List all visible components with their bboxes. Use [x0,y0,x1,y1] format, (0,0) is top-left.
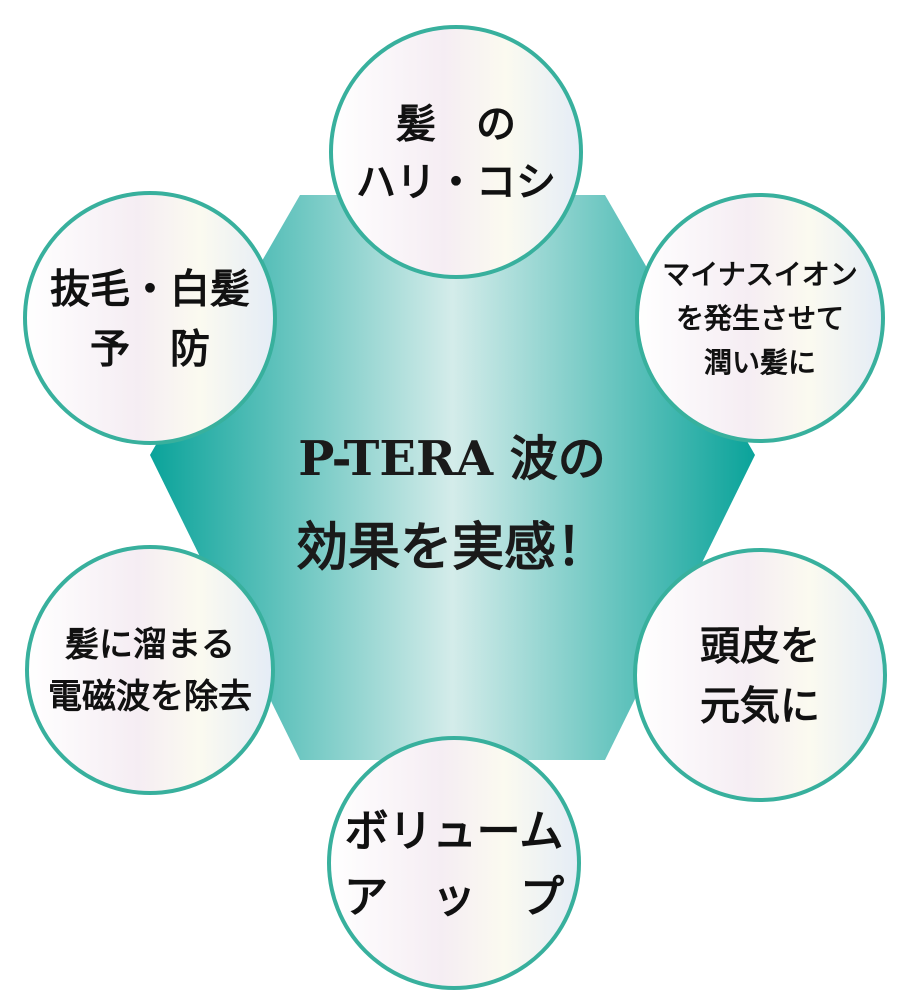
benefit-circle [635,193,885,443]
benefit-label-line: 髪 の [396,100,516,147]
benefit-circle [633,548,887,802]
benefit-circle [25,545,275,795]
center-title-line1: P-TERA 波の [298,431,606,487]
benefit-label-line: 潤い髪に [704,346,816,379]
benefit-label-line: ハリ・コシ [356,158,556,205]
benefit-label-line: 予 防 [90,325,210,372]
benefit-label-line: 元気に [700,682,820,729]
benefit-label-line: を発生させて [676,302,844,335]
center-title-line2: 効果を実感！ [296,517,608,578]
benefit-label-line: 電磁波を除去 [48,677,252,717]
benefit-hair-loss-prevention: 抜毛・白髪予 防 [23,191,277,445]
benefit-label-line: ボリューム [345,806,564,857]
benefit-circle [327,736,581,990]
benefit-label-line: 頭皮を [700,622,820,669]
benefit-label-line: 髪に溜まる [65,625,235,665]
benefit-label-line: マイナスイオン [662,258,857,291]
benefit-hair-firmness: 髪 のハリ・コシ [329,25,583,279]
benefit-circle [329,25,583,279]
benefit-circle [23,191,277,445]
benefit-label-line: 抜毛・白髪 [50,265,250,312]
benefit-label-line: ア ッ プ [344,872,564,923]
center-hexagon [150,195,755,760]
